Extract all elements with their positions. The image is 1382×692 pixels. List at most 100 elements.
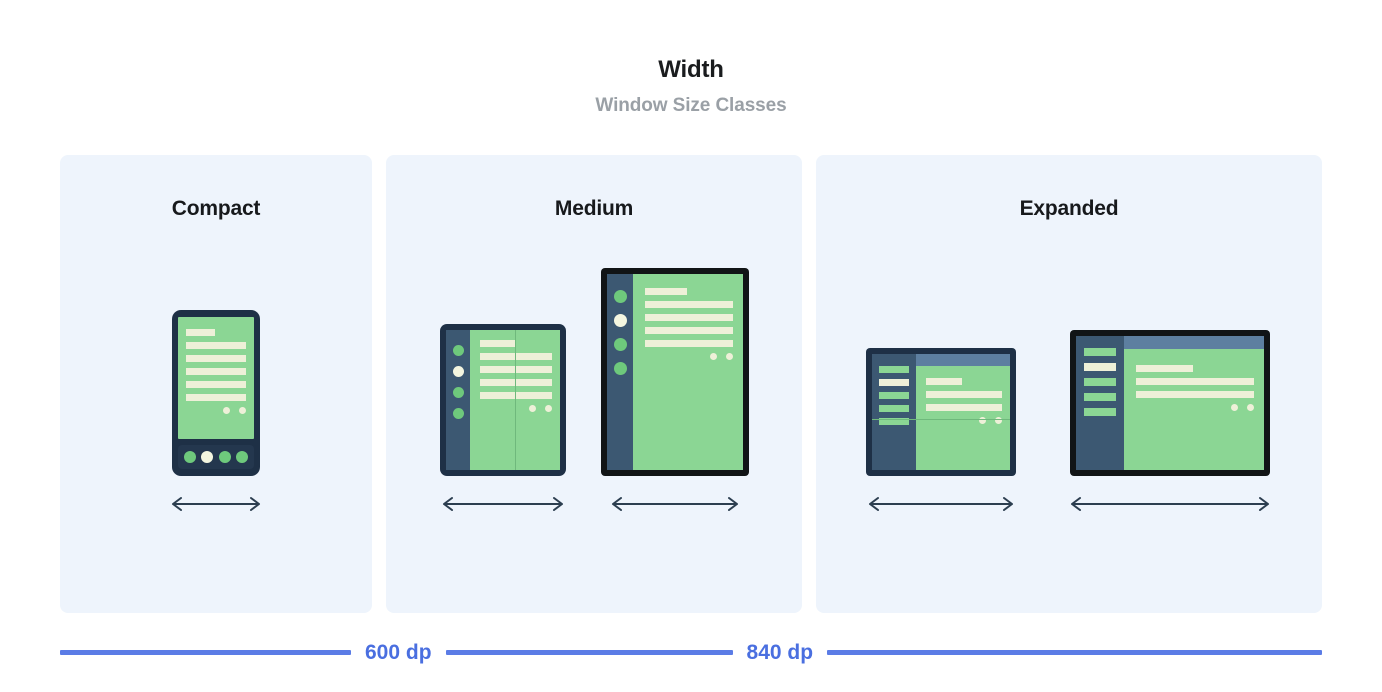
- nav-dot: [452, 387, 464, 398]
- phone-content-lines: [186, 329, 246, 414]
- panel-compact: Compact: [60, 155, 372, 613]
- content-dot: [239, 407, 246, 414]
- device-slot-phone: [168, 310, 264, 517]
- content-line: [186, 368, 246, 375]
- content-line: [186, 381, 246, 388]
- content-dot: [1247, 404, 1254, 411]
- content-dots: [645, 353, 733, 360]
- sidebar-bar: [1084, 348, 1116, 356]
- content-line: [926, 378, 963, 385]
- sidebar-bar: [1084, 408, 1116, 416]
- content-line: [926, 391, 1002, 398]
- content-line: [480, 379, 552, 386]
- portrait-tablet-screen: [607, 274, 743, 470]
- content-line: [926, 404, 1002, 411]
- content-dot: [223, 407, 230, 414]
- content-line: [645, 340, 733, 347]
- content-line: [1136, 365, 1193, 372]
- landscape-tablet-top-bar: [1124, 336, 1264, 349]
- content-line: [186, 342, 246, 349]
- nav-dot: [613, 290, 627, 303]
- sidebar-bar: [1084, 378, 1116, 386]
- phone-screen: [178, 317, 254, 439]
- landscape-tablet-content-lines: [1136, 365, 1254, 411]
- rule-segment: [60, 649, 351, 655]
- device-slot-foldable: [439, 324, 567, 517]
- device-phone: [172, 310, 260, 476]
- content-dot: [979, 417, 986, 424]
- sidebar-bar: [879, 405, 909, 412]
- fold-seam-line: [515, 330, 516, 470]
- content-line: [645, 327, 733, 334]
- content-line: [186, 394, 246, 401]
- nav-dot: [613, 362, 627, 375]
- device-slot-portrait-tablet: [601, 268, 749, 517]
- content-line: [480, 353, 552, 360]
- foldable-nav-rail: [446, 330, 470, 470]
- page-header: Width Window Size Classes: [0, 0, 1382, 117]
- content-dots: [1136, 404, 1254, 411]
- double-arrow-horizontal-icon: [439, 496, 567, 517]
- content-dot: [710, 353, 717, 360]
- foldable-content: [470, 330, 560, 470]
- content-line: [480, 366, 552, 373]
- panel-label-medium: Medium: [554, 197, 634, 220]
- content-dots: [186, 407, 246, 414]
- phone-bottom-nav: [178, 445, 254, 469]
- content-dot: [726, 353, 733, 360]
- landscape-tablet-sidebar: [1076, 336, 1124, 470]
- portrait-tablet-content: [633, 274, 743, 470]
- content-line: [186, 355, 246, 362]
- device-portrait-tablet: [601, 268, 749, 476]
- rule-segment: [827, 649, 1322, 655]
- device-slot-laptop: [865, 348, 1017, 517]
- laptop-top-bar: [916, 354, 1010, 366]
- sidebar-bar: [879, 418, 909, 425]
- page-subtitle: Window Size Classes: [595, 95, 787, 116]
- device-foldable: [440, 324, 566, 476]
- portrait-tablet-content-lines: [645, 288, 733, 360]
- breakpoint-label-600: 600 dp: [365, 640, 432, 664]
- landscape-tablet-content: [1124, 349, 1264, 470]
- device-group-expanded: [816, 330, 1322, 517]
- panel-label-compact: Compact: [171, 197, 261, 220]
- panel-label-expanded: Expanded: [1019, 197, 1119, 220]
- sidebar-bar: [1084, 393, 1116, 401]
- laptop-content: [916, 366, 1010, 470]
- content-line: [645, 301, 733, 308]
- content-dot: [1231, 404, 1238, 411]
- double-arrow-horizontal-icon: [865, 496, 1017, 517]
- device-group-compact: [60, 310, 372, 517]
- foldable-screen: [446, 330, 560, 470]
- sidebar-bar-active: [879, 379, 909, 386]
- content-dots: [926, 417, 1002, 424]
- nav-dot: [218, 451, 231, 463]
- laptop-main-area: [916, 354, 1010, 470]
- rule-segment: [445, 649, 733, 655]
- device-laptop-window: [866, 348, 1016, 476]
- double-arrow-horizontal-icon: [1067, 496, 1273, 517]
- nav-dot: [183, 451, 196, 463]
- landscape-tablet-screen: [1076, 336, 1264, 470]
- content-dots: [480, 405, 552, 412]
- content-line: [186, 329, 215, 336]
- nav-dot-active: [201, 451, 214, 463]
- laptop-seam-line: [872, 418, 1010, 420]
- content-line: [1136, 378, 1254, 385]
- laptop-sidebar: [872, 354, 916, 470]
- landscape-tablet-main-area: [1124, 336, 1264, 470]
- device-slot-landscape-tablet: [1067, 330, 1273, 517]
- panel-expanded: Expanded: [816, 155, 1322, 613]
- content-line: [480, 392, 552, 399]
- laptop-content-lines: [926, 378, 1002, 424]
- content-line: [645, 314, 733, 321]
- double-arrow-horizontal-icon: [168, 496, 264, 517]
- nav-dot: [236, 451, 249, 463]
- content-line: [1136, 391, 1254, 398]
- sidebar-bar: [879, 392, 909, 399]
- nav-dot-active: [452, 366, 464, 377]
- panel-medium: Medium: [386, 155, 802, 613]
- device-landscape-tablet: [1070, 330, 1270, 476]
- size-class-panels: Compact: [60, 155, 1322, 613]
- content-dot: [545, 405, 552, 412]
